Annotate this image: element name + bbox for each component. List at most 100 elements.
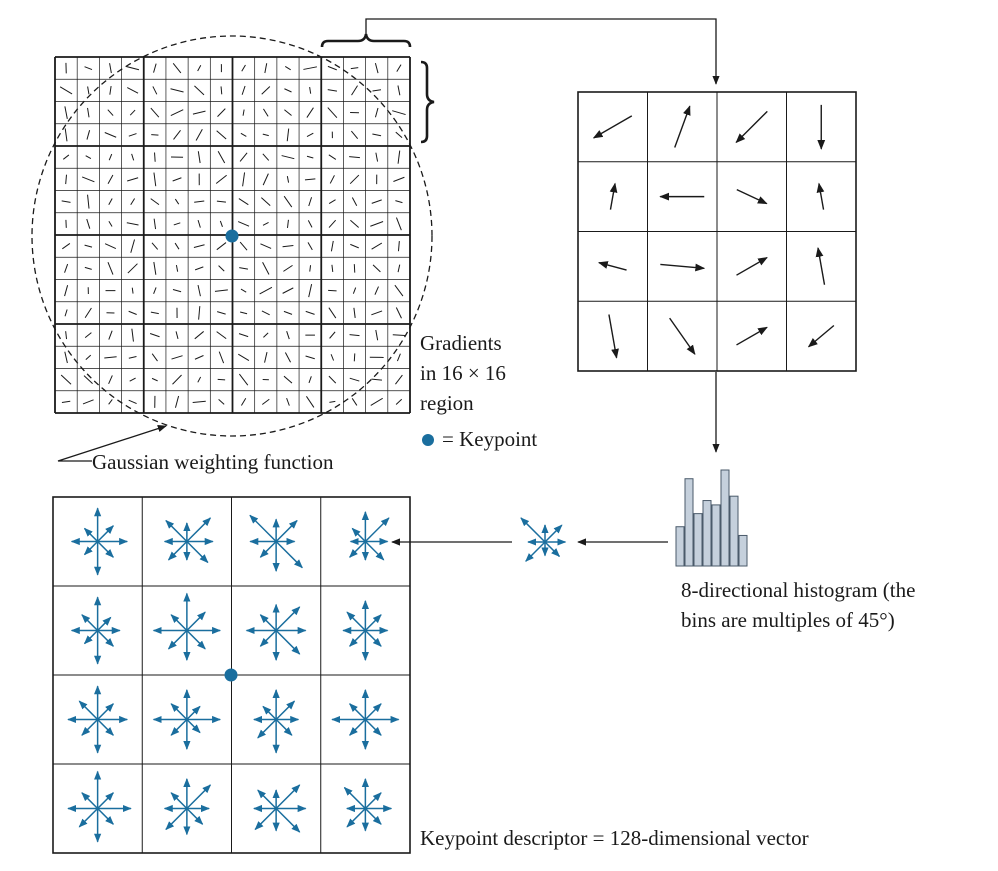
- star-arrow: [187, 518, 211, 542]
- gradient-tick: [174, 130, 181, 139]
- gradient-tick: [396, 399, 402, 404]
- gradient-tick: [216, 175, 226, 183]
- keypoint-legend-label: = Keypoint: [442, 427, 537, 451]
- gradient-tick: [62, 201, 71, 202]
- gradient-tick: [108, 110, 113, 116]
- gradient-tick: [284, 311, 292, 314]
- gradient-tick: [171, 89, 184, 92]
- star-arrow: [350, 631, 366, 647]
- gradient-tick: [260, 287, 272, 294]
- gradient-tick: [85, 333, 91, 338]
- gradient-tick: [263, 109, 268, 117]
- keypoint-legend-icon: [422, 434, 434, 446]
- star-arrow: [187, 720, 200, 733]
- gradient-tick: [104, 357, 116, 358]
- star-arrow: [276, 521, 297, 542]
- gradient-tick: [243, 110, 244, 116]
- gradient-tick: [82, 177, 94, 182]
- gradient-tick: [152, 243, 158, 250]
- star-arrow: [171, 704, 187, 720]
- gradient-tick: [375, 63, 378, 73]
- histogram-bar: [703, 501, 711, 566]
- orientation-arrow: [599, 263, 627, 270]
- orientation-arrow: [736, 111, 767, 142]
- gradient-tick: [305, 179, 315, 180]
- gradient-tick: [86, 355, 91, 359]
- gradients-label-line2: in 16 × 16: [420, 361, 506, 385]
- star-arrow: [98, 809, 114, 825]
- star-arrow: [276, 607, 300, 631]
- orientation-arrow: [737, 190, 767, 204]
- gradient-tick: [307, 156, 313, 158]
- gradient-tick: [332, 265, 333, 272]
- gradient-tick: [198, 220, 200, 227]
- histogram-label-line2: bins are multiples of 45°): [681, 608, 895, 632]
- gradient-tick: [217, 332, 227, 339]
- gradient-tick: [352, 398, 357, 405]
- gradient-tick: [373, 265, 380, 272]
- gradient-tick: [397, 354, 400, 361]
- gradient-tick: [372, 134, 381, 136]
- star-arrow: [187, 631, 205, 649]
- gradient-tick: [393, 335, 405, 336]
- gradient-tick: [307, 108, 314, 118]
- gradient-tick: [152, 378, 158, 380]
- gradient-tick: [109, 399, 113, 404]
- gradient-tick: [131, 240, 135, 253]
- histogram-bar: [712, 505, 720, 566]
- gradient-tick: [242, 65, 246, 71]
- gradient-tick: [109, 154, 112, 160]
- gradient-tick: [127, 223, 139, 225]
- gradient-tick: [198, 285, 200, 296]
- star-arrow: [187, 706, 200, 719]
- gradient-tick: [263, 134, 269, 136]
- gradient-tick: [350, 175, 359, 184]
- gradient-tick: [130, 110, 135, 115]
- orientation-arrow: [737, 327, 767, 345]
- gradient-tick: [88, 108, 89, 117]
- gradient-tick: [372, 243, 382, 249]
- gradient-tick: [219, 352, 223, 364]
- gradient-tick: [110, 86, 111, 95]
- star-arrow: [98, 542, 114, 558]
- gradient-tick: [217, 131, 226, 139]
- descriptor-star: [247, 605, 306, 661]
- gradient-tick: [353, 288, 355, 294]
- descriptor-star: [254, 785, 306, 832]
- gradient-tick: [371, 379, 381, 380]
- star-arrow: [250, 515, 276, 541]
- sub-block-horizontal-brace: [322, 34, 410, 47]
- gradient-tick: [65, 352, 68, 363]
- star-arrow: [526, 542, 545, 561]
- gradient-tick: [109, 221, 112, 226]
- star-arrow: [352, 528, 365, 541]
- histogram-bar: [739, 535, 747, 566]
- gradient-tick: [129, 357, 137, 359]
- gradient-tick: [398, 241, 399, 251]
- gradient-tick: [150, 333, 159, 336]
- gradient-tick: [330, 332, 336, 339]
- gradient-tick: [398, 85, 400, 95]
- star-arrow: [545, 542, 559, 556]
- star-arrow: [258, 720, 276, 738]
- gradient-tick: [215, 290, 228, 292]
- gradient-tick: [88, 87, 89, 95]
- gradient-tick: [398, 151, 400, 164]
- gradient-tick: [241, 398, 245, 405]
- gradients-label-line1: Gradients: [420, 331, 502, 355]
- star-arrow: [171, 615, 187, 631]
- orientation-histogram: [676, 470, 747, 566]
- gradient-tick: [396, 218, 401, 231]
- star-arrow: [350, 704, 366, 720]
- gradient-tick: [395, 285, 403, 296]
- descriptor-star: [332, 690, 399, 749]
- gradient-tick: [155, 152, 156, 161]
- star-arrow: [85, 631, 98, 644]
- keypoint-dot: [226, 230, 239, 243]
- gradient-tick: [132, 329, 134, 342]
- gradient-tick: [240, 312, 247, 314]
- gradient-tick: [240, 242, 247, 250]
- gradient-tick: [309, 376, 311, 383]
- gradient-tick: [263, 222, 269, 225]
